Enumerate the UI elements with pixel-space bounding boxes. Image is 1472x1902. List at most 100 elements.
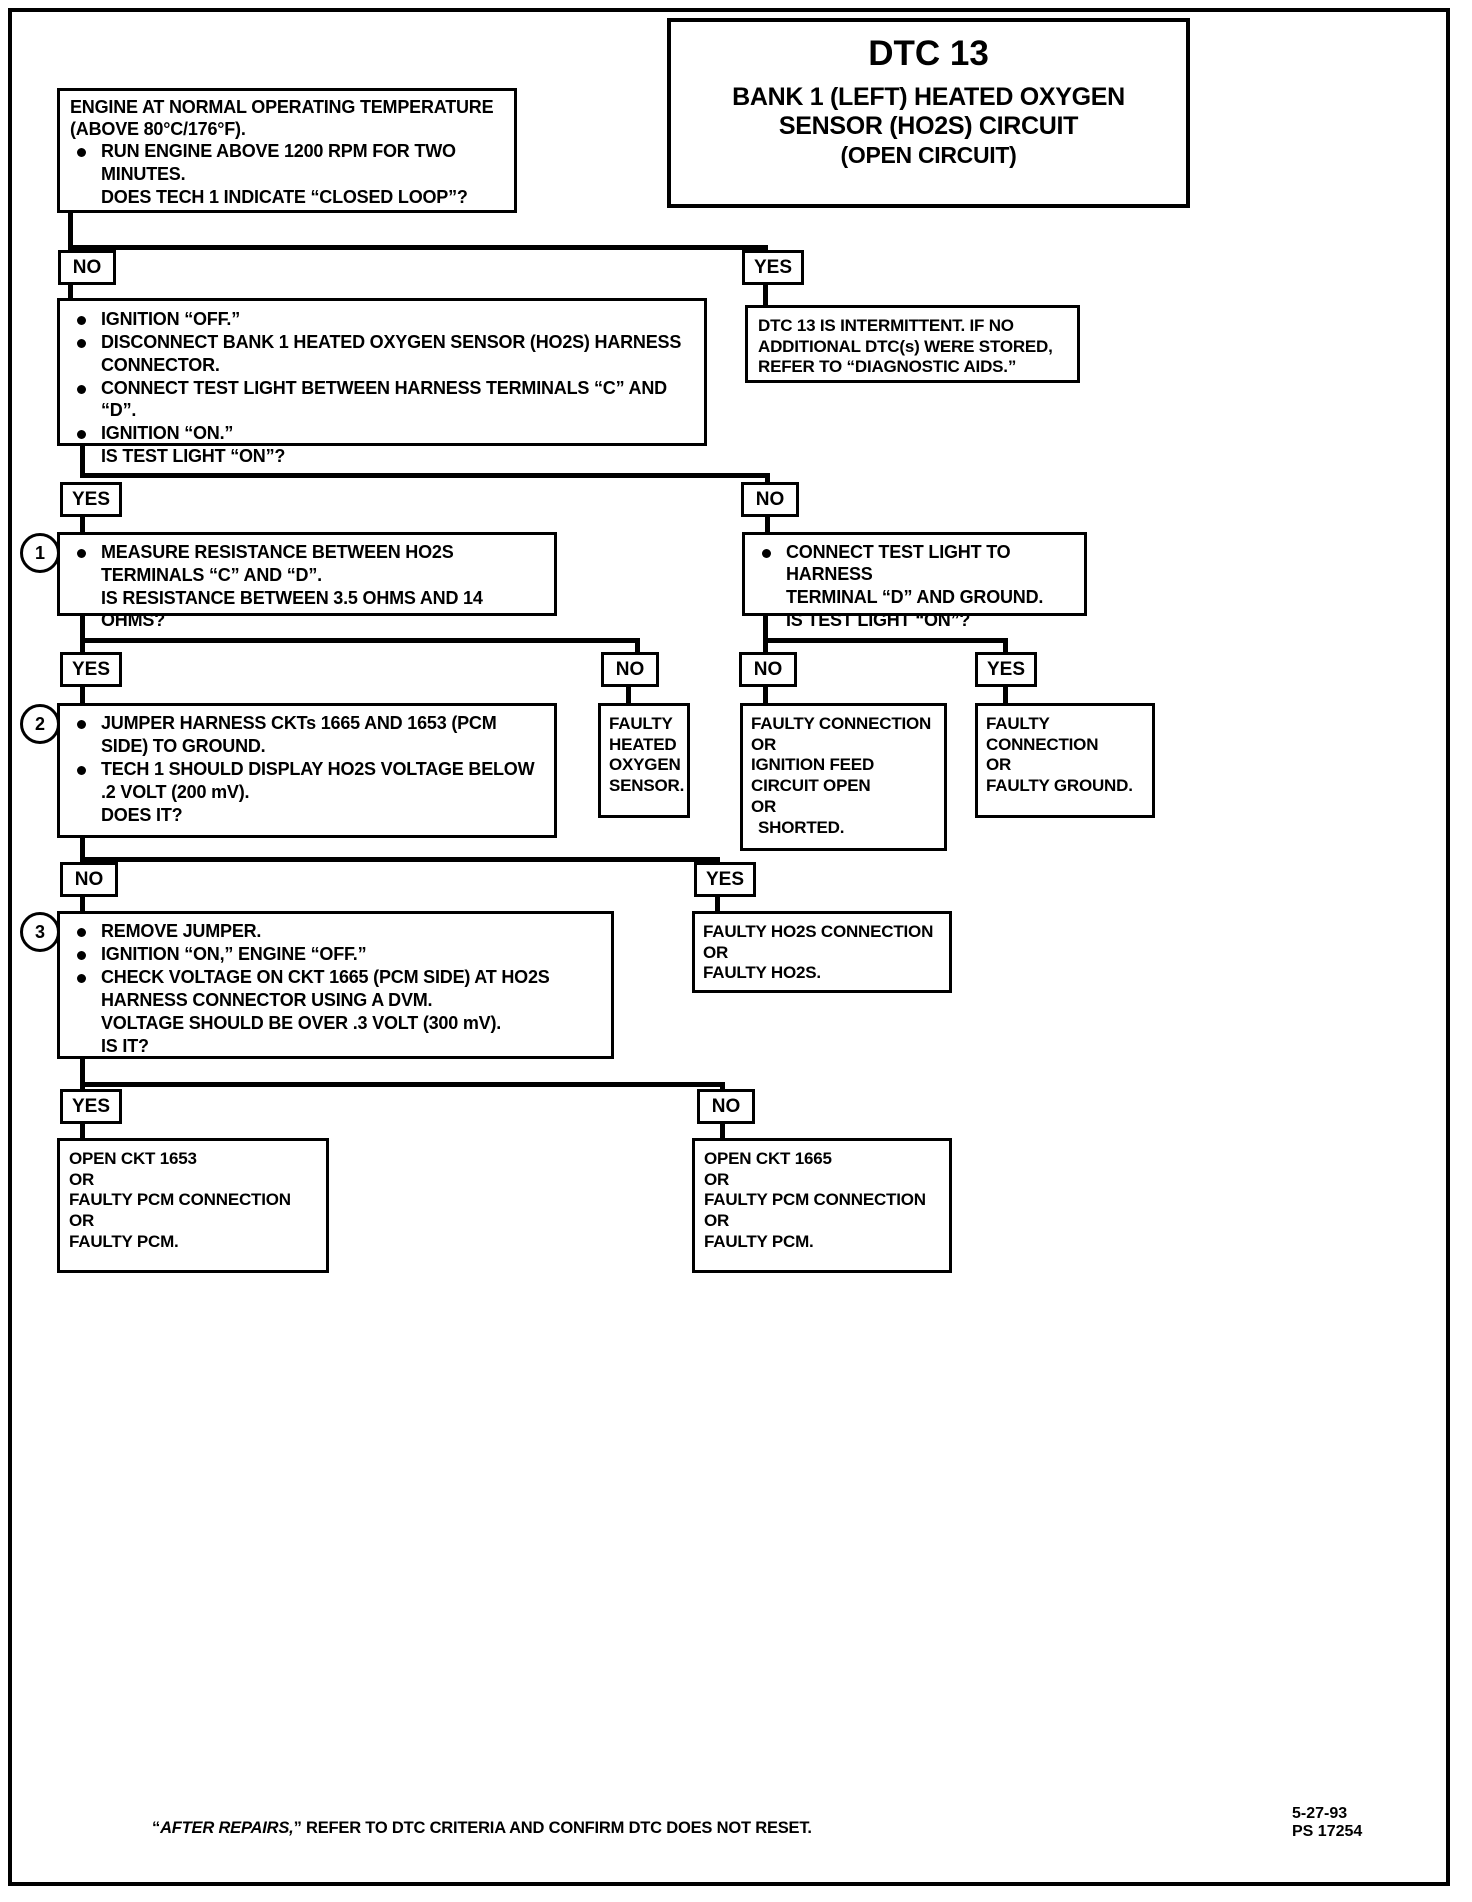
- connector-no2-down: [765, 515, 770, 534]
- connector-no1-down: [68, 283, 73, 300]
- tag-no-6: NO: [697, 1089, 755, 1124]
- fcg-line-4: FAULTY GROUND.: [986, 776, 1133, 796]
- start-question: DOES TECH 1 INDICATE “CLOSED LOOP”?: [101, 186, 468, 207]
- fcg-line-2: CONNECTION: [986, 734, 1099, 754]
- open1665-line-3: FAULTY PCM CONNECTION: [704, 1190, 926, 1210]
- fci-line-1: FAULTY CONNECTION: [751, 714, 932, 733]
- footer-note-emphasis: AFTER REPAIRS,: [160, 1819, 294, 1837]
- testlight-bullet-3: CONNECT TEST LIGHT BETWEEN HARNESS TERMI…: [70, 378, 698, 422]
- intermittent-line-1: DTC 13 IS INTERMITTENT. IF NO: [758, 316, 1014, 335]
- page-border: [8, 8, 1450, 1886]
- tag-no-1: NO: [58, 250, 116, 285]
- connector-start-horizontal: [68, 245, 768, 250]
- step-marker-2: 2: [20, 704, 60, 744]
- open-ckt-1653-box: OPEN CKT 1653 OR FAULTY PCM CONNECTION O…: [57, 1138, 329, 1273]
- tag-yes-4: YES: [975, 652, 1037, 687]
- fhc-line-2: OR: [703, 942, 729, 962]
- remove-bullet-1: REMOVE JUMPER.: [70, 921, 605, 943]
- connector-remove-down-right: [720, 1082, 725, 1092]
- connector-yes1-down: [763, 283, 768, 307]
- footer-code-block: 5-27-93 PS 17254: [1292, 1805, 1442, 1842]
- connector-remove-down-left: [80, 1059, 85, 1103]
- title-line-3: (OPEN CIRCUIT): [840, 142, 1017, 168]
- intermittent-line-3: REFER TO “DIAGNOSTIC AIDS.”: [758, 357, 1017, 377]
- tag-yes-6: YES: [60, 1089, 122, 1124]
- connector-resistance-horizontal: [80, 638, 640, 643]
- footer-note-rest: ” REFER TO DTC CRITERIA AND CONFIRM DTC …: [293, 1819, 812, 1837]
- fci-line-6: SHORTED.: [758, 817, 845, 837]
- testlight-bullet-4: IGNITION “ON.”: [70, 423, 698, 445]
- step-marker-1: 1: [20, 533, 60, 573]
- testlight-bullet-1: IGNITION “OFF.”: [70, 309, 698, 331]
- tag-no-5: NO: [60, 862, 118, 897]
- footer-date: 5-27-93: [1292, 1805, 1348, 1822]
- title-block: DTC 13 BANK 1 (LEFT) HEATED OXYGEN SENSO…: [667, 18, 1190, 208]
- connector-resistance-down-left: [80, 616, 85, 654]
- fci-line-5: OR: [751, 796, 777, 816]
- fci-line-4: CIRCUIT OPEN: [751, 776, 871, 796]
- connector-start-down-left: [68, 213, 73, 250]
- testlight-bullet-2: DISCONNECT BANK 1 HEATED OXYGEN SENSOR (…: [70, 332, 698, 354]
- connector-hg-horizontal: [763, 638, 1008, 643]
- intermittent-line-2: ADDITIONAL DTC(s) WERE STORED,: [758, 336, 1053, 356]
- open1665-line-4: OR: [704, 1211, 730, 1231]
- fci-line-3: IGNITION FEED: [751, 755, 875, 775]
- footer-part-code: PS 17254: [1292, 1823, 1363, 1841]
- faulty-ho2s-line-2: HEATED: [609, 734, 677, 754]
- start-bullet-1-text: RUN ENGINE ABOVE 1200 RPM FOR TWO: [101, 140, 456, 161]
- remove-bullet-3-cont-a: HARNESS CONNECTOR USING A DVM.: [101, 989, 433, 1010]
- tag-yes-2: YES: [60, 482, 122, 517]
- connector-jumper-horizontal: [80, 857, 720, 862]
- resistance-measure-box: MEASURE RESISTANCE BETWEEN HO2S TERMINAL…: [57, 532, 557, 630]
- connector-yes6-down: [80, 1122, 85, 1140]
- tag-yes-5: YES: [694, 862, 756, 897]
- faulty-ho2s-line-4: SENSOR.: [609, 776, 685, 796]
- connector-testlight-down-left: [80, 446, 85, 478]
- fhc-line-3: FAULTY HO2S.: [703, 963, 821, 983]
- open1653-line-2: OR: [69, 1169, 95, 1189]
- resistance-question: IS RESISTANCE BETWEEN 3.5 OHMS AND 14 OH…: [101, 587, 483, 630]
- open1653-line-3: FAULTY PCM CONNECTION: [69, 1190, 291, 1210]
- resistance-bullet-1-cont: TERMINALS “C” AND “D”.: [101, 564, 322, 585]
- connector-testlight-horizontal: [80, 473, 770, 478]
- connector-remove-horizontal: [80, 1082, 725, 1087]
- remove-bullet-2: IGNITION “ON,” ENGINE “OFF.”: [70, 944, 605, 966]
- harness-ground-question: IS TEST LIGHT “ON”?: [786, 609, 971, 630]
- open1665-line-5: FAULTY PCM.: [704, 1231, 814, 1251]
- faulty-ho2s-line-1: FAULTY: [609, 714, 673, 733]
- start-bullet-1: RUN ENGINE ABOVE 1200 RPM FOR TWO: [70, 141, 508, 163]
- fcg-line-1: FAULTY: [986, 714, 1050, 733]
- open1653-line-4: OR: [69, 1211, 95, 1231]
- tag-yes-3: YES: [60, 652, 122, 687]
- tag-yes-1: YES: [742, 250, 804, 285]
- harness-ground-bullet-1: CONNECT TEST LIGHT TO HARNESS: [755, 542, 1078, 586]
- start-bullet-1-cont: MINUTES.: [101, 163, 186, 184]
- title-line-2: SENSOR (HO2S) CIRCUIT: [778, 111, 1079, 140]
- resistance-bullet-1: MEASURE RESISTANCE BETWEEN HO2S: [70, 542, 548, 564]
- jumper-harness-box: JUMPER HARNESS CKTs 1665 AND 1653 (PCM S…: [57, 703, 557, 838]
- fhc-line-1: FAULTY HO2S CONNECTION: [703, 922, 934, 941]
- test-light-box: IGNITION “OFF.” DISCONNECT BANK 1 HEATED…: [57, 298, 707, 466]
- testlight-question: IS TEST LIGHT “ON”?: [101, 445, 286, 466]
- connector-testlight-down-right: [765, 473, 770, 485]
- remove-question: IS IT?: [101, 1035, 149, 1056]
- jumper-bullet-1: JUMPER HARNESS CKTs 1665 AND 1653 (PCM: [70, 713, 548, 735]
- connector-no4-down: [763, 685, 768, 705]
- intermittent-result-box: DTC 13 IS INTERMITTENT. IF NO ADDITIONAL…: [745, 305, 1080, 383]
- faulty-ho2s-connection-box: FAULTY HO2S CONNECTION OR FAULTY HO2S.: [692, 911, 952, 993]
- tag-no-3: NO: [601, 652, 659, 687]
- tag-no-2: NO: [741, 482, 799, 517]
- title-line-1: BANK 1 (LEFT) HEATED OXYGEN: [732, 83, 1125, 111]
- connector-no6-down: [720, 1122, 725, 1140]
- jumper-question: DOES IT?: [101, 804, 183, 825]
- jumper-bullet-2-cont: .2 VOLT (200 mV).: [101, 781, 250, 802]
- connector-hg-down-left: [763, 616, 768, 654]
- connector-yes4-down: [1003, 685, 1008, 705]
- start-head-1: ENGINE AT NORMAL OPERATING TEMPERATURE: [70, 97, 494, 117]
- harness-ground-test-box: CONNECT TEST LIGHT TO HARNESS TERMINAL “…: [742, 532, 1087, 630]
- remove-bullet-3-cont-b: VOLTAGE SHOULD BE OVER .3 VOLT (300 mV).: [101, 1012, 502, 1033]
- open1665-line-2: OR: [704, 1169, 730, 1189]
- jumper-bullet-2: TECH 1 SHOULD DISPLAY HO2S VOLTAGE BELOW: [70, 759, 548, 781]
- fcg-line-3: OR: [986, 755, 1012, 775]
